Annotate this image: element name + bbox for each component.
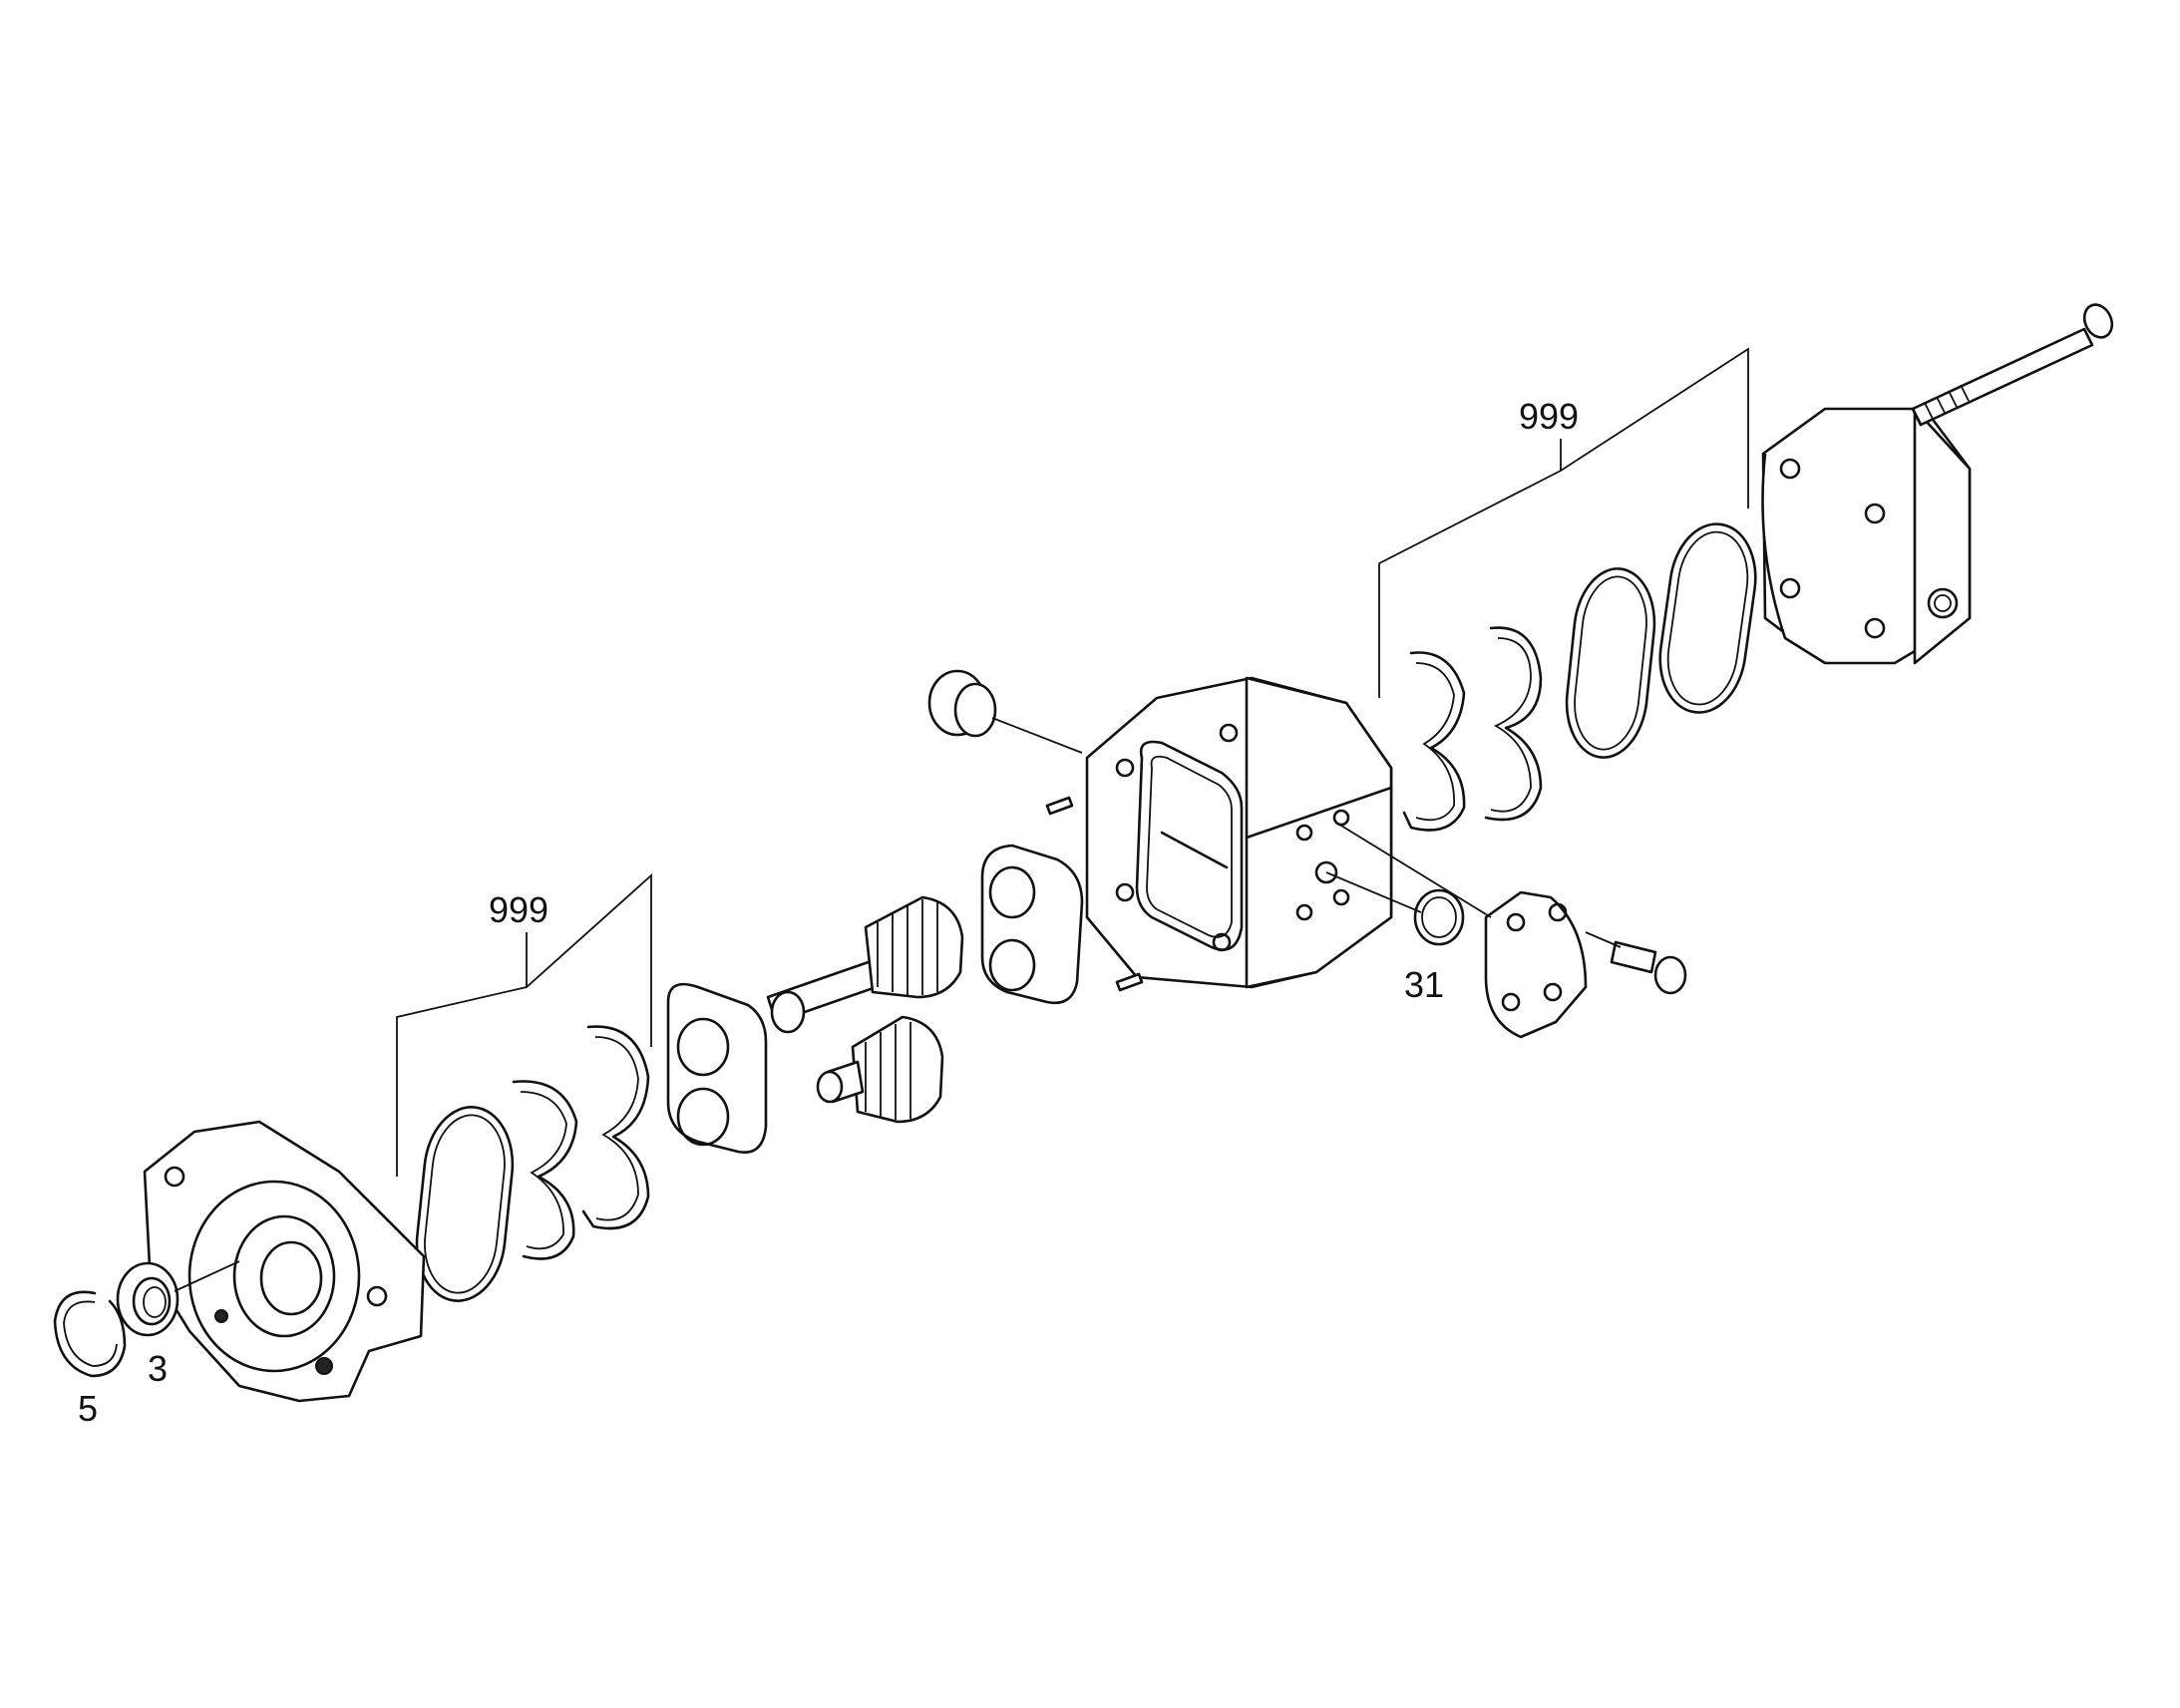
port-o-ring[interactable] — [1413, 888, 1465, 946]
shaft-seal[interactable] — [116, 1261, 180, 1337]
callout-999-rear: 999 — [1519, 396, 1579, 437]
dowel-pin-top[interactable] — [1045, 796, 1074, 816]
leader-shaft-seal — [174, 1260, 240, 1292]
pump-housing[interactable] — [1085, 676, 1393, 989]
callout-999-front: 999 — [489, 889, 548, 930]
rear-wire-ring-a[interactable] — [1484, 626, 1543, 822]
front-oval-gasket[interactable] — [411, 1103, 519, 1305]
rear-cover[interactable] — [1761, 407, 1972, 665]
callout-5: 5 — [78, 1388, 98, 1429]
rear-wire-ring-b[interactable] — [1402, 651, 1466, 832]
driven-gear[interactable] — [816, 1015, 944, 1124]
seal-kit-bracket-front — [396, 872, 652, 1177]
bearing-block-rear[interactable] — [980, 844, 1084, 1005]
leader-port-o-ring — [1325, 871, 1422, 913]
through-bolt[interactable] — [1911, 300, 2117, 427]
dowel-pin-bottom[interactable] — [1115, 972, 1144, 992]
leader-port-flange — [1335, 822, 1492, 918]
seal-kit-bracket-rear — [1378, 347, 1749, 698]
flange-screw[interactable] — [1610, 940, 1687, 995]
front-flange[interactable] — [143, 1120, 426, 1403]
callout-3: 3 — [148, 1348, 168, 1389]
bearing-block-front[interactable] — [666, 982, 768, 1154]
leader-flange-screw — [1585, 931, 1622, 948]
snap-ring[interactable] — [53, 1290, 127, 1378]
callout-31: 31 — [1404, 964, 1444, 1005]
rear-oval-gasket-outer[interactable] — [1652, 518, 1763, 718]
front-wire-ring-b[interactable] — [512, 1080, 578, 1260]
front-wire-ring-a[interactable] — [581, 1025, 650, 1230]
rear-oval-gasket-inner[interactable] — [1561, 564, 1659, 761]
plug-cap[interactable] — [927, 669, 1083, 754]
drive-gear-shaft[interactable] — [766, 895, 964, 1034]
port-flange[interactable] — [1484, 890, 1588, 1039]
